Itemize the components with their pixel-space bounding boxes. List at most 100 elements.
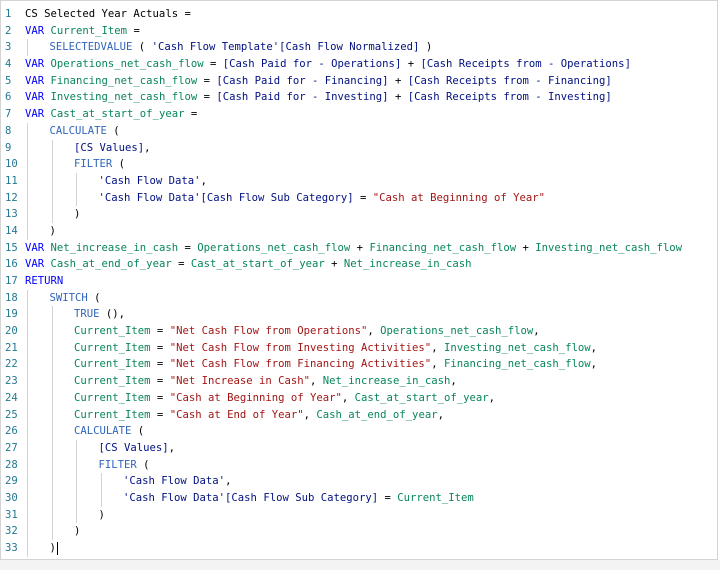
code-line[interactable]: 27[CS Values], [1,439,717,457]
code-token: ) [419,41,433,54]
code-text: 'Cash Flow Data'[Cash Flow Sub Category]… [99,190,545,207]
code-line[interactable]: 12 'Cash Flow Data'[Cash Flow Sub Categor… [1,189,717,207]
code-token: SELECTEDVALUE [49,41,133,54]
code-token: = [150,391,170,404]
code-token: (), [99,308,126,321]
line-number: 2 [5,24,12,37]
line-number: 20 [5,325,18,338]
indent-guide [76,506,77,524]
line-number: 16 [5,258,18,271]
code-token: = [178,241,198,254]
indent-guide [27,339,28,357]
code-line[interactable]: 9[CS Values], [1,139,717,157]
code-token: Current_Item [74,375,151,388]
code-token: VAR [25,24,51,37]
code-token: = [353,191,373,204]
line-number: 21 [5,341,18,354]
indent-guide [51,423,53,440]
code-token: , [225,475,232,488]
indent-guide [27,373,28,390]
code-token: Operations_net_cash_flow [380,325,534,338]
code-line[interactable]: 30'Cash Flow Data'[Cash Flow Sub Categor… [1,489,717,507]
line-number: 8 [5,124,12,137]
code-token: FILTER [98,458,137,471]
code-line[interactable]: 32) [1,523,717,540]
code-token: , [431,358,444,371]
code-token: , [488,391,495,404]
horizontal-scrollbar[interactable] [0,560,720,570]
code-token: Current_Item [74,358,151,371]
indent-guide [27,289,28,307]
code-token: , [367,325,381,338]
code-text: RETURN [25,273,63,290]
code-token: [Cash Receipts from - Operations] [420,58,631,71]
indent-guide [51,139,53,157]
line-number: 25 [5,408,18,421]
code-text: FILTER ( [99,457,150,474]
line-number: 19 [5,308,18,321]
line-number: 10 [5,158,18,171]
code-line[interactable]: 11'Cash Flow Data', [1,172,717,190]
indent-guide [27,172,28,190]
code-token: = [127,24,140,37]
line-number: 12 [5,191,18,204]
code-token: , [144,141,151,154]
code-text: Current_Item = "Net Cash Flow from Inves… [74,340,597,357]
code-token: = [378,491,398,504]
code-token: Cast_at_start_of_year [50,108,185,121]
indent-guide [76,172,77,190]
indent-guide [27,506,28,524]
indent-guide [51,189,53,207]
code-line[interactable]: 13) [1,206,717,223]
code-token: ) [49,542,56,554]
code-line[interactable]: 29'Cash Flow Data', [1,473,717,490]
code-token: RETURN [25,275,64,287]
line-number: 6 [5,91,12,104]
code-line[interactable]: 21 Current_Item = "Net Cash Flow from Inv… [1,339,717,357]
indent-guide [27,139,28,157]
code-line[interactable]: 14) [1,222,717,240]
code-line[interactable]: 31) [1,506,717,524]
code-text: ) [74,206,80,223]
code-token: + [324,258,344,271]
line-number: 13 [5,208,18,221]
code-text: [CS Values], [74,140,151,157]
code-token: ( [136,458,150,471]
indent-guide [27,406,28,424]
code-token: 'Cash Flow Data' [98,174,201,187]
code-token: VAR [25,74,51,87]
indent-guide [51,306,53,324]
indent-guide [27,473,28,490]
code-token: Investing_net_cash_flow [443,341,591,354]
text-cursor [56,541,58,555]
code-token: + [516,241,536,254]
code-line[interactable]: 33) [1,540,717,557]
code-token: = [150,325,170,338]
indent-guide [27,189,28,207]
code-token: Cast_at_start_of_year [354,391,489,404]
line-number: 14 [5,224,18,237]
code-text: CALCULATE ( [74,423,144,440]
